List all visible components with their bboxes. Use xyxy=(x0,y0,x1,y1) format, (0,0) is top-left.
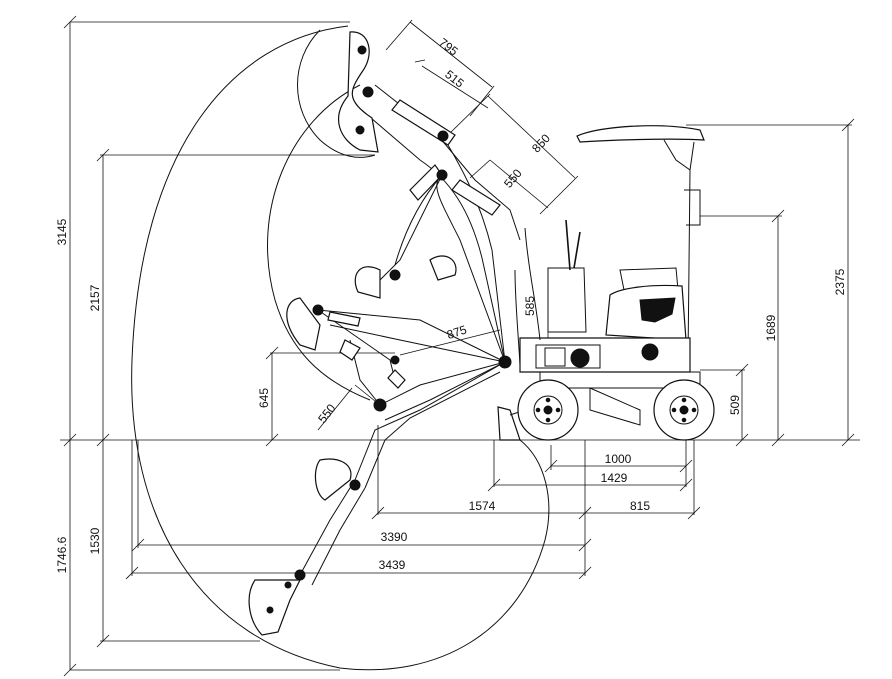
dim-550-low: 550 xyxy=(315,401,339,426)
arm-position-horizontal xyxy=(286,297,506,381)
dim-515: 515 xyxy=(442,67,467,91)
control-lever xyxy=(565,219,571,271)
rear-window xyxy=(639,297,676,323)
dim-795: 795 xyxy=(436,35,461,59)
dozer-blade xyxy=(497,406,521,441)
excavator-machine xyxy=(497,125,715,441)
dim-1746: 1746.6 xyxy=(55,536,69,573)
dim-1000: 1000 xyxy=(605,452,632,466)
pump-gear xyxy=(570,348,590,368)
dimension-labels: 795 515 850 550 585 875 2375 1689 509 31… xyxy=(55,35,847,573)
bucket-deep xyxy=(248,579,301,636)
arm-position-mid xyxy=(354,164,506,363)
hydraulic-valve xyxy=(544,347,566,367)
dim-2375: 2375 xyxy=(833,268,847,295)
dim-509: 509 xyxy=(728,395,742,415)
dim-645: 645 xyxy=(257,388,271,408)
working-range-envelope xyxy=(131,25,550,671)
dimension-lines xyxy=(63,15,855,677)
arm-position-ground xyxy=(339,339,506,421)
dim-2157: 2157 xyxy=(88,284,102,311)
dim-1530: 1530 xyxy=(88,527,102,554)
rear-wheel xyxy=(653,379,715,441)
dim-850: 850 xyxy=(529,131,553,155)
dim-550-top: 550 xyxy=(501,166,525,191)
dim-1429: 1429 xyxy=(601,471,628,485)
dim-3390: 3390 xyxy=(381,530,408,544)
bucket-top xyxy=(338,31,379,153)
front-wheel xyxy=(517,379,579,441)
dim-875: 875 xyxy=(445,322,469,342)
dim-1574: 1574 xyxy=(469,499,496,513)
dim-585: 585 xyxy=(523,296,537,316)
dim-815: 815 xyxy=(630,499,650,513)
dim-1689: 1689 xyxy=(764,314,778,341)
arm-position-max-height xyxy=(338,31,521,363)
canopy-roof xyxy=(576,125,705,143)
dim-3145: 3145 xyxy=(55,218,69,245)
dim-3439: 3439 xyxy=(379,558,406,572)
arm-position-max-depth xyxy=(248,361,506,636)
canopy-post xyxy=(663,139,691,361)
bucket-horizontal xyxy=(286,297,321,351)
